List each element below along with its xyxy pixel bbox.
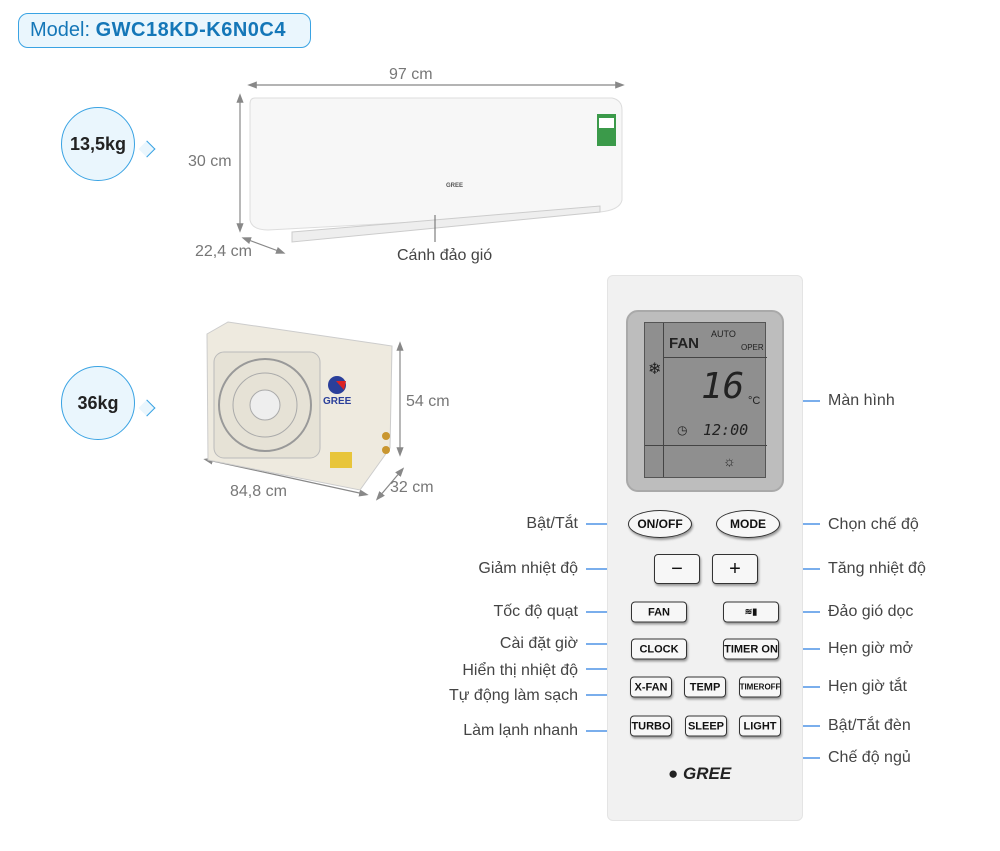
flap-label: Cánh đảo gió <box>397 247 493 264</box>
lcd-auto: AUTO <box>711 329 736 339</box>
swing-button[interactable]: ≋▮ <box>723 601 779 623</box>
label-clock: Cài đặt giờ <box>499 635 578 652</box>
indoor-depth-label: 22,4 cm <box>195 243 252 260</box>
remote-brand-logo: ● GREE <box>668 764 732 783</box>
turbo-button[interactable]: TURBO <box>630 715 672 737</box>
label-xfan: Tự động làm sạch <box>449 687 578 704</box>
label-sleep: Chế độ ngủ <box>828 749 911 766</box>
label-temp: Hiển thị nhiệt độ <box>462 662 578 679</box>
lcd-temperature: 16 <box>701 366 745 407</box>
label-light: Bật/Tắt đèn <box>828 717 911 734</box>
indoor-width-label: 97 cm <box>389 66 433 83</box>
outdoor-height-label: 54 cm <box>406 393 450 410</box>
label-timer-off: Hẹn giờ tắt <box>828 678 907 695</box>
dimension-arrows <box>203 81 625 501</box>
indoor-unit-image: GREE <box>249 97 623 243</box>
light-icon: ☼ <box>723 453 736 469</box>
label-minus: Giảm nhiệt độ <box>478 560 578 577</box>
onoff-button[interactable]: ON/OFF <box>628 510 692 538</box>
indoor-height-label: 30 cm <box>188 153 232 170</box>
outdoor-weight: 36kg <box>77 392 119 413</box>
outdoor-unit-image: GREE <box>206 321 393 491</box>
outdoor-depth-label: 32 cm <box>390 479 434 496</box>
clock-button[interactable]: CLOCK <box>631 638 687 660</box>
sleep-button[interactable]: SLEEP <box>685 715 727 737</box>
label-plus: Tăng nhiệt độ <box>828 560 926 577</box>
mode-button[interactable]: MODE <box>716 510 780 538</box>
indoor-weight: 13,5kg <box>69 133 127 154</box>
minus-button[interactable]: − <box>654 554 700 584</box>
label-screen: Màn hình <box>828 392 895 409</box>
light-button[interactable]: LIGHT <box>739 715 781 737</box>
lcd-time: 12:00 <box>703 421 749 439</box>
xfan-button[interactable]: X-FAN <box>630 676 672 698</box>
plus-button[interactable]: + <box>712 554 758 584</box>
timer-on-button[interactable]: TIMER ON <box>723 638 779 660</box>
model-code: GWC18KD-K6N0C4 <box>95 19 286 41</box>
model-badge: Model: GWC18KD-K6N0C4 <box>18 13 311 48</box>
snowflake-icon: ❄ <box>648 361 662 378</box>
outdoor-brand: GREE <box>323 396 352 407</box>
model-prefix: Model: <box>30 19 91 41</box>
indoor-brand: GREE <box>446 183 463 189</box>
lcd-screen: FAN AUTO OPER ❄ 16 °C ◷ 12:00 ☼ <box>644 322 767 478</box>
outdoor-width-label: 84,8 cm <box>230 483 287 500</box>
temp-button[interactable]: TEMP <box>684 676 726 698</box>
remote-brand: GREE <box>683 764 732 783</box>
label-mode: Chọn chế độ <box>828 516 919 533</box>
label-timer-on: Hẹn giờ mở <box>828 640 914 657</box>
label-turbo: Làm lạnh nhanh <box>463 722 578 739</box>
fan-button[interactable]: FAN <box>631 601 687 623</box>
lcd-oper: OPER <box>741 343 764 352</box>
timer-off-button[interactable]: TIMEROFF <box>739 676 781 698</box>
indoor-weight-bubble: 13,5kg <box>61 107 135 181</box>
lcd-unit: °C <box>748 395 761 407</box>
lcd-fan: FAN <box>669 335 699 352</box>
label-fan: Tốc độ quạt <box>493 603 579 620</box>
label-swing: Đảo gió dọc <box>828 603 914 620</box>
outdoor-weight-bubble: 36kg <box>61 366 135 440</box>
clock-icon: ◷ <box>677 423 688 437</box>
label-onoff: Bật/Tắt <box>526 515 578 532</box>
